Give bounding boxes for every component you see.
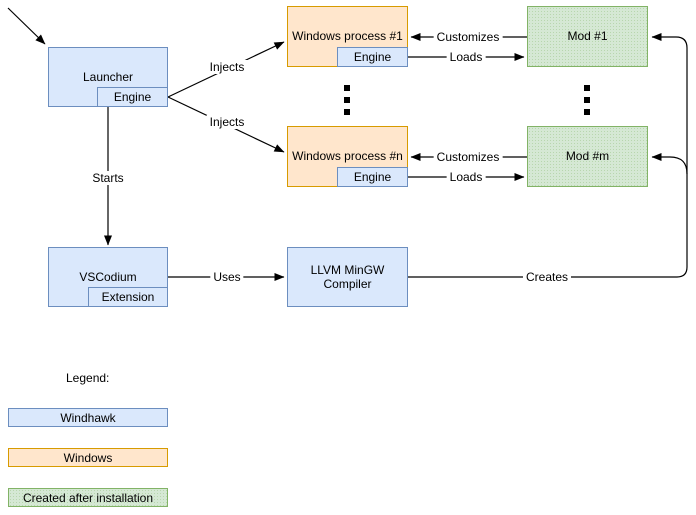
node-mod-1-label: Mod #1 [567,29,608,44]
node-process-1-engine: Engine [337,47,408,67]
edge-entry-arrow [7,7,46,45]
node-vscodium-extension: Extension [88,287,168,307]
edge-label-customizes-1: Customizes [433,30,503,44]
legend-title: Legend: [66,371,110,385]
node-process-n-engine-label: Engine [353,170,392,184]
node-launcher-engine-label: Engine [113,90,152,104]
node-launcher-label: Launcher [82,69,134,84]
edge-label-customizes-n: Customizes [433,150,503,164]
node-windows-process-1-label: Windows process #1 [292,29,403,44]
legend-item-created-after-installation-label: Created after installation [22,490,154,505]
node-mod-m: Mod #m [527,126,648,187]
node-process-n-engine: Engine [337,167,408,187]
edge-label-starts: Starts [89,171,127,185]
legend-item-windhawk-label: Windhawk [60,410,116,425]
edge-label-uses: Uses [210,270,244,284]
edge-label-injects-1: Injects [206,60,248,74]
vertical-ellipsis-icon [584,85,590,115]
node-process-1-engine-label: Engine [353,50,392,64]
node-llvm-mingw-compiler: LLVM MinGW Compiler [287,247,408,307]
vertical-ellipsis-icon [344,85,350,115]
legend-item-windows: Windows [8,448,168,467]
legend-item-created-after-installation: Created after installation [8,488,168,507]
node-mod-m-label: Mod #m [565,149,610,164]
edge-label-injects-n: Injects [206,115,248,129]
node-llvm-mingw-compiler-label: LLVM MinGW Compiler [310,262,385,291]
edge-label-loads-1: Loads [446,50,486,64]
edge-label-creates: Creates [522,270,572,284]
node-windows-process-n-label: Windows process #n [292,149,403,164]
edge-creates [408,33,688,278]
edge-label-loads-n: Loads [446,170,486,184]
legend-item-windhawk: Windhawk [8,408,168,427]
legend-item-windows-label: Windows [63,450,113,465]
edge-creates-branch [651,153,688,175]
node-vscodium-extension-label: Extension [101,290,155,304]
node-launcher-engine: Engine [97,87,168,107]
node-vscodium-label: VSCodium [79,269,137,284]
node-mod-1: Mod #1 [527,6,648,67]
